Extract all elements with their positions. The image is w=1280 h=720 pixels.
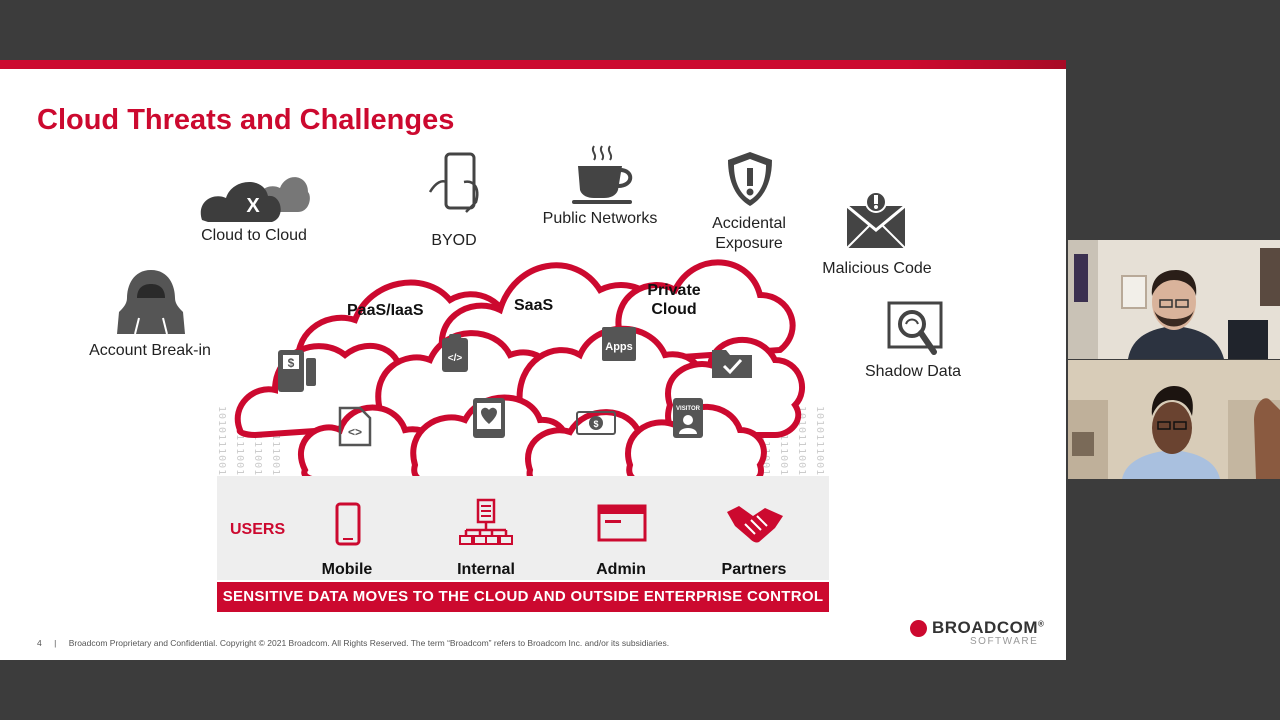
cloud-cluster-graphic: $ <> </> Apps $ VISITOR (234, 259, 806, 480)
threat-label-byod: BYOD (431, 232, 477, 249)
threat-label-public-networks: Public Networks (542, 210, 658, 227)
malicious-email-icon (846, 191, 906, 249)
broadcom-logo: BROADCOM® SOFTWARE (910, 618, 1050, 650)
binary-decoration: 10101110010 (216, 406, 227, 484)
threat-label-account-break-in: Account Break-in (89, 342, 211, 359)
footer-separator: | (54, 638, 57, 648)
binary-decoration: 10101110010 (270, 406, 281, 484)
svg-text:</>: </> (448, 353, 463, 364)
participant-video-1[interactable] (1068, 240, 1280, 359)
binary-decoration: 10101110010 (796, 406, 807, 484)
cloud-label-saas: SaaS (514, 297, 554, 314)
cloud-label-private-cloud: Private Cloud (647, 282, 701, 318)
threat-label-cloud-to-cloud: Cloud to Cloud (201, 227, 307, 244)
hacker-icon (117, 270, 185, 335)
participant-video-2[interactable] (1068, 360, 1280, 479)
svg-text:<>: <> (348, 425, 362, 439)
presentation-slide: Cloud Threats and Challenges 10101110010… (0, 60, 1066, 660)
byod-phone-icon (428, 152, 479, 213)
svg-text:VISITOR: VISITOR (676, 406, 701, 412)
users-label-admin: Admin (596, 561, 646, 578)
slide-footer: 4 | Broadcom Proprietary and Confidentia… (37, 638, 669, 648)
slide-title: Cloud Threats and Challenges (37, 104, 455, 136)
svg-text:$: $ (593, 419, 598, 429)
users-label-partners: Partners (721, 561, 787, 578)
cloud-label-paas-iaas: PaaS/IaaS (347, 302, 424, 319)
users-label-internal: Internal (457, 561, 515, 578)
sensitive-data-banner: SENSITIVE DATA MOVES TO THE CLOUD AND OU… (217, 582, 829, 612)
coffee-cup-icon (572, 145, 633, 204)
shield-icon (728, 152, 772, 206)
slide-header-bar (0, 60, 1066, 69)
internal-network-icon (459, 498, 513, 545)
handshake-icon (727, 506, 783, 543)
svg-text:Apps: Apps (605, 341, 633, 353)
broadcom-logo-icon (910, 620, 927, 637)
binary-decoration: 10101110010 (252, 406, 263, 484)
mobile-icon (335, 502, 361, 546)
binary-decoration: 10101110010 (234, 406, 245, 484)
threat-label-malicious-code: Malicious Code (822, 260, 932, 277)
binary-decoration: 10101110010 (778, 406, 789, 484)
copyright-text: Broadcom Proprietary and Confidential. C… (68, 638, 670, 648)
svg-text:$: $ (288, 356, 295, 370)
svg-text:X: X (246, 195, 260, 217)
threat-label-accidental-exposure: Accidental Exposure (712, 215, 786, 252)
users-heading: USERS (230, 521, 286, 538)
cloud-to-cloud-icon: X (200, 177, 310, 222)
binary-decoration: 10101110010 (814, 406, 825, 484)
participant-1-video-frame (1068, 240, 1280, 359)
users-label-mobile: Mobile (321, 561, 373, 578)
shadow-data-search-icon (887, 301, 943, 355)
participant-2-video-frame (1068, 360, 1280, 479)
admin-window-icon (597, 504, 647, 542)
users-band: USERS Mobile Internal Admin Partners (217, 476, 829, 580)
threat-label-shadow-data: Shadow Data (864, 363, 962, 380)
page-number: 4 (37, 638, 42, 648)
